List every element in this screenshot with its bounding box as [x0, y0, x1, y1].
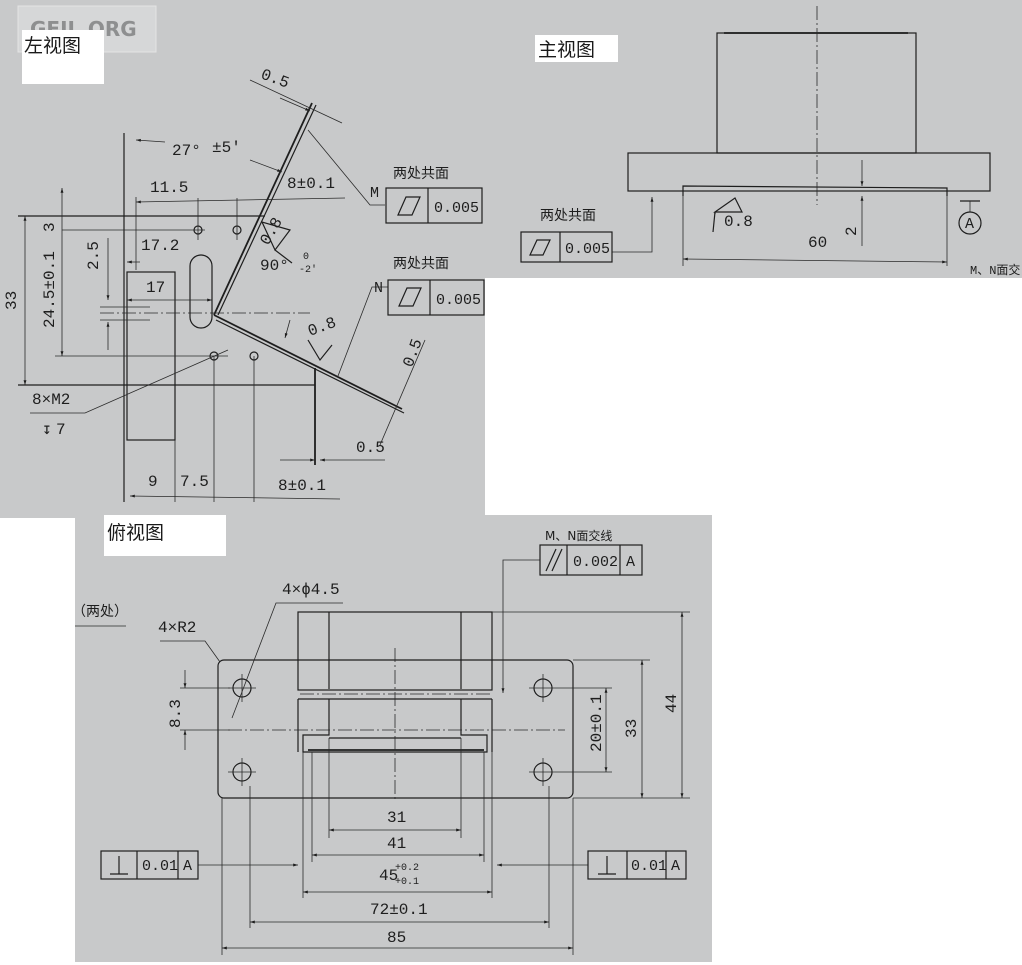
fcf-n-value: 0.005	[436, 292, 481, 309]
surface-n-label: N	[374, 280, 383, 297]
cut-note: M、N面交	[970, 262, 1020, 278]
holes-callout: 4×ϕ4.5	[282, 581, 340, 599]
dim-angle: 27°	[172, 142, 201, 160]
top-view-title-box	[104, 515, 226, 556]
main-roughness: 0.8	[724, 213, 753, 231]
main-fcf-note: 两处共面	[540, 208, 596, 224]
dim-9: 9	[148, 473, 158, 491]
fcf-n	[387, 279, 485, 316]
surface-m-label: M	[370, 185, 379, 202]
dim-44: 44	[663, 694, 681, 713]
perp-fcf-right	[587, 850, 687, 880]
dim-2-5: 2.5	[85, 241, 103, 270]
base-plate	[217, 659, 574, 799]
perp-fcf-left	[100, 850, 199, 880]
depth-icon: ↧	[42, 421, 52, 439]
main-fcf-value: 0.005	[565, 241, 610, 258]
left-view-title: 左视图	[24, 35, 81, 57]
top-view-title: 俯视图	[107, 522, 164, 544]
parallel-fcf	[539, 544, 643, 576]
flatness-icon	[398, 287, 422, 307]
fcf-n-note: 两处共面	[393, 256, 449, 272]
parallelism-icon	[545, 548, 563, 572]
datum-a-label: A	[965, 216, 974, 233]
dim-45-lower: +0.1	[395, 877, 419, 888]
dim-11-5: 11.5	[150, 179, 188, 197]
top-view: 俯视图 （两处） 8.3 20	[72, 515, 712, 962]
dim-bottom-width: 8±0.1	[278, 477, 326, 495]
dim-31: 31	[387, 809, 406, 827]
fcf-m-note: 两处共面	[393, 166, 449, 182]
datum-a-symbol	[958, 211, 982, 235]
perpendicularity-icon	[110, 856, 128, 875]
parallel-fcf-datum: A	[626, 554, 635, 571]
dim-3: 3	[41, 222, 59, 232]
main-view: 主视图 0.8 60 2 A M、N面交 0.005 两处共面	[485, 0, 1022, 278]
dim-right-angle: 90°	[260, 257, 289, 275]
perpendicularity-icon	[598, 856, 616, 875]
left-view-panel	[0, 0, 485, 518]
main-view-title-box	[535, 35, 618, 62]
dim-17-2: 17.2	[141, 237, 179, 255]
perp-fcf-left-value: 0.01	[142, 858, 178, 875]
corner-radius-callout: 4×R2	[158, 619, 196, 637]
dim-24-5: 24.5±0.1	[41, 251, 59, 328]
flatness-icon	[529, 239, 551, 256]
fcf-m-value: 0.005	[434, 200, 479, 217]
both-note: （两处）	[72, 604, 128, 620]
flatness-icon	[397, 196, 421, 216]
mounting-holes	[228, 674, 557, 786]
perp-fcf-right-value: 0.01	[631, 858, 667, 875]
dim-incline-width: 8±0.1	[287, 175, 335, 193]
dim-17: 17	[146, 279, 165, 297]
dim-85: 85	[387, 929, 406, 947]
dim-angle-tol: ±5′	[212, 139, 241, 157]
dim-right-angle-upper: 0	[303, 252, 309, 263]
dim-33: 33	[3, 291, 21, 310]
dim-7-5: 7.5	[180, 473, 209, 491]
main-view-title: 主视图	[538, 39, 595, 61]
left-view-title-box	[22, 30, 104, 84]
parallel-fcf-value: 0.002	[573, 554, 618, 571]
dim-72: 72±0.1	[370, 901, 428, 919]
thread-depth: 7	[56, 421, 66, 439]
dim-lower-thickness-2: 0.5	[356, 439, 385, 457]
perp-fcf-right-datum: A	[671, 858, 680, 875]
dim-41: 41	[387, 835, 406, 853]
dim-45-upper: +0.2	[395, 863, 419, 874]
left-view: GEIL.ORG 左视图	[0, 0, 485, 518]
main-fcf	[520, 231, 613, 263]
dim-33-top: 33	[623, 719, 641, 738]
dim-8-3: 8.3	[167, 699, 185, 728]
perp-fcf-left-datum: A	[183, 858, 192, 875]
slot	[189, 254, 213, 329]
thread-callout: 8×M2	[32, 391, 70, 409]
dim-60: 60	[808, 234, 827, 252]
dim-right-angle-lower: -2′	[299, 264, 317, 276]
upper-block-top	[297, 611, 493, 691]
dim-20: 20±0.1	[588, 694, 606, 752]
dim-45: 45	[379, 867, 398, 885]
dim-2: 2	[843, 226, 861, 236]
parallel-fcf-note: M、N面交线	[545, 528, 612, 543]
flange	[627, 152, 991, 192]
fcf-m	[385, 187, 483, 224]
